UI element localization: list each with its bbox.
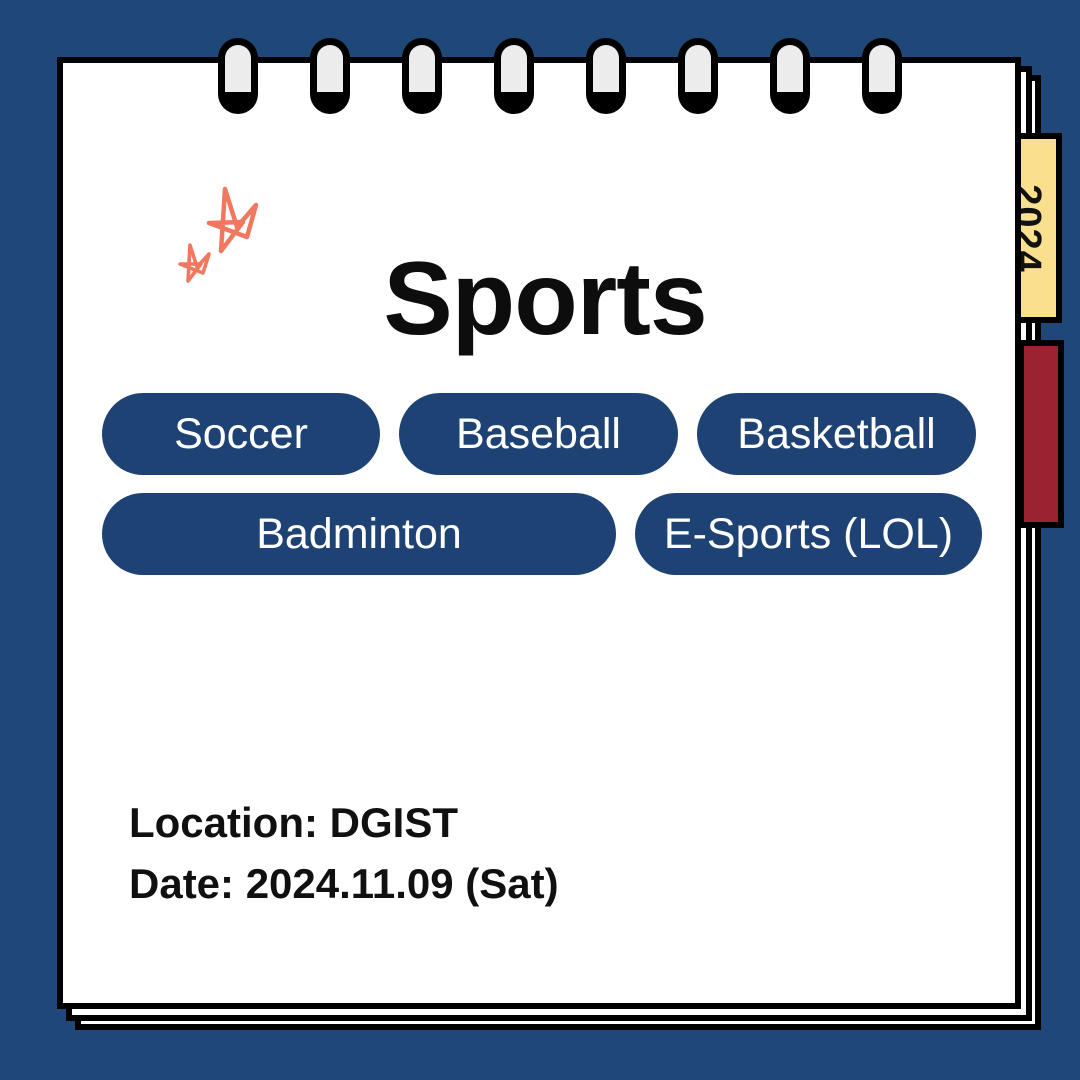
page-title: Sports: [383, 241, 707, 357]
star-icon-large: [206, 186, 259, 254]
notebook-page: Sports Soccer Baseball Basketball Badmin…: [57, 57, 1021, 1009]
red-tab[interactable]: [1018, 340, 1064, 528]
sport-row-1: Soccer Baseball Basketball: [102, 393, 992, 475]
date-line: Date: 2024.11.09 (Sat): [129, 859, 559, 907]
sport-list: Soccer Baseball Basketball Badminton E-S…: [102, 393, 992, 593]
event-details: Location: DGIST Date: 2024.11.09 (Sat): [129, 793, 559, 915]
star-icon-small: [178, 243, 211, 283]
sport-chip-esports[interactable]: E-Sports (LOL): [635, 493, 982, 575]
sport-chip-baseball[interactable]: Baseball: [399, 393, 678, 475]
sport-chip-badminton[interactable]: Badminton: [102, 493, 616, 575]
star-decoration-group: [159, 175, 279, 287]
sport-chip-soccer[interactable]: Soccer: [102, 393, 380, 475]
location-line: Location: DGIST: [129, 799, 458, 846]
sport-row-2: Badminton E-Sports (LOL): [102, 493, 992, 575]
sport-chip-basketball[interactable]: Basketball: [697, 393, 976, 475]
stars-svg: [178, 186, 259, 283]
